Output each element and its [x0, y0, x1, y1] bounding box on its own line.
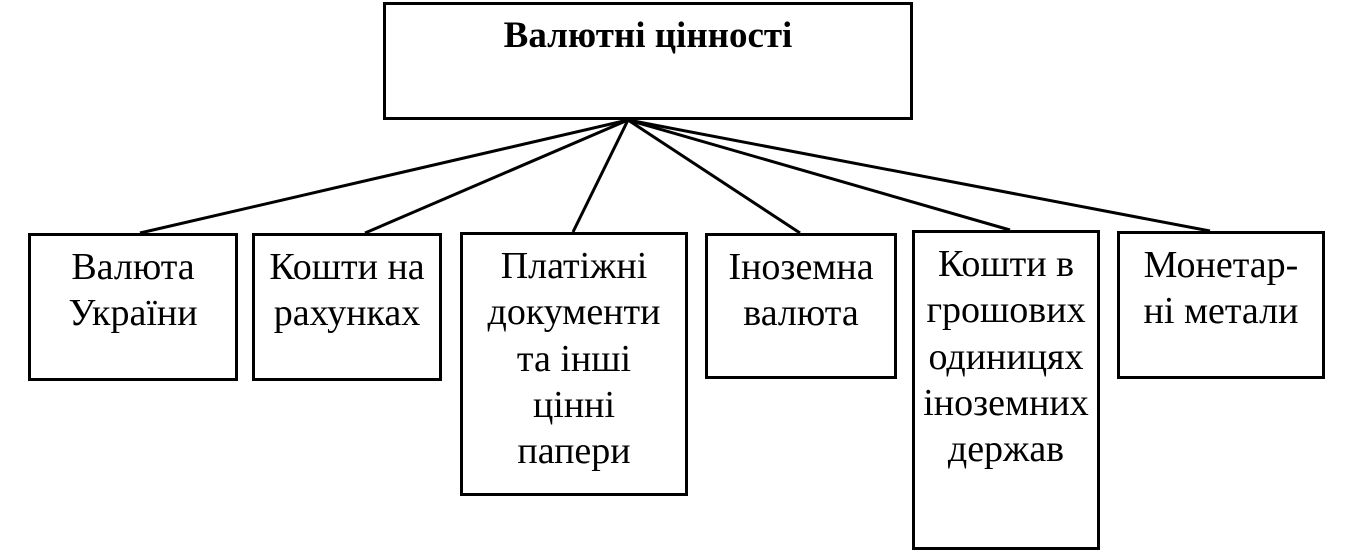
root-node-label: Валютні цінності: [503, 15, 793, 56]
connector-line-4: [627, 118, 1011, 232]
connector-line-5: [627, 118, 1211, 233]
connector-line-0: [139, 118, 629, 235]
child-node-label: Кошти на рахунках: [269, 246, 425, 335]
child-node-foreign-units-funds: Кошти в грошових одиницях іноземних держ…: [912, 230, 1100, 550]
child-node-label: Монетар- ні метали: [1143, 244, 1299, 333]
child-node-label: Валюта України: [68, 246, 198, 335]
child-node-monetary-metals: Монетар- ні метали: [1117, 231, 1325, 379]
child-node-label: Кошти в грошових одиницях іноземних держ…: [923, 243, 1089, 471]
child-node-ukraine-currency: Валюта України: [28, 233, 238, 381]
child-node-label: Платіжні документи та інші цінні папери: [487, 245, 661, 473]
child-node-account-funds: Кошти на рахунках: [252, 233, 442, 381]
child-node-foreign-currency: Іноземна валюта: [705, 233, 897, 379]
child-node-payment-documents: Платіжні документи та інші цінні папери: [460, 232, 688, 496]
connector-line-1: [364, 118, 629, 235]
child-node-label: Іноземна валюта: [728, 246, 874, 335]
connector-line-2: [571, 119, 630, 233]
root-node: Валютні цінності: [383, 2, 913, 120]
connector-line-3: [627, 118, 801, 235]
